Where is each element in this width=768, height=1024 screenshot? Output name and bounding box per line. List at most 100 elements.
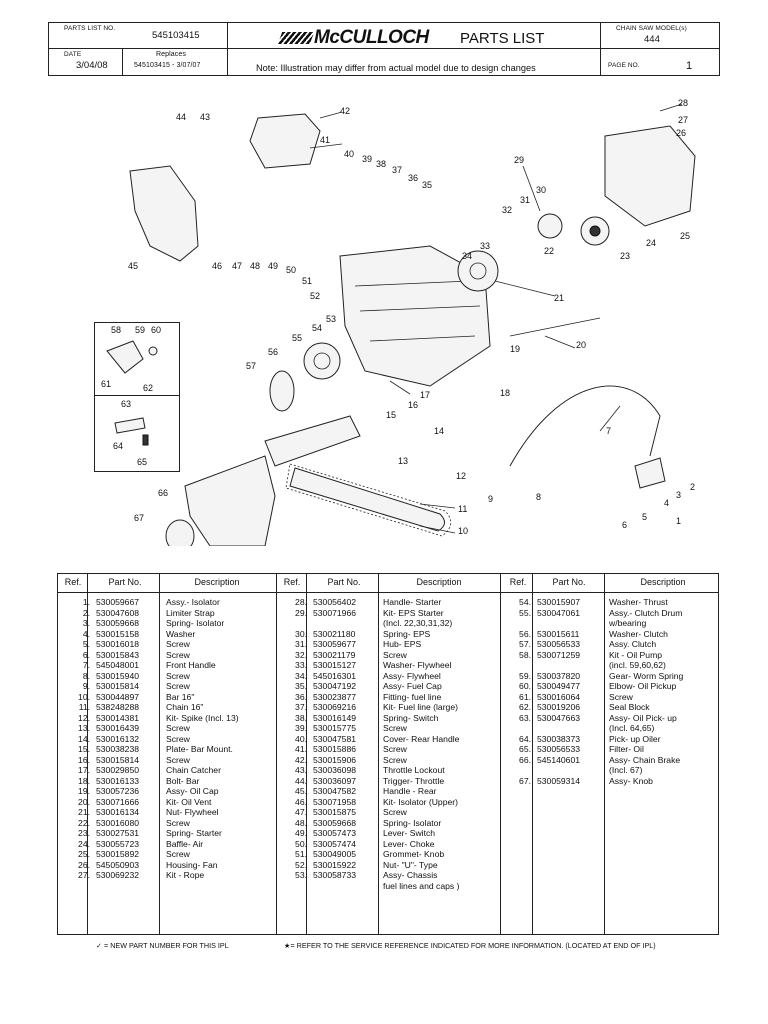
part-number-cell: 530015611 — [537, 628, 580, 639]
description-cell: Screw — [166, 670, 190, 681]
part-number-cell: 530029850 — [96, 765, 140, 775]
chassis — [339, 245, 491, 387]
part-number-cell: 530057473 — [313, 828, 357, 838]
callout-46: 46 — [212, 261, 222, 271]
part-number-cell: 530069232 — [96, 870, 140, 880]
part-number-cell: 530016149 — [313, 712, 357, 723]
callout-26: 26 — [676, 128, 686, 138]
part-number-cell: 530015907 — [537, 597, 581, 607]
parts-table: Ref. Part No. Description Ref. Part No. … — [57, 573, 719, 935]
ref-cell: 6. — [82, 649, 90, 660]
callout-6: 6 — [622, 520, 627, 530]
callout-52: 52 — [310, 291, 320, 301]
description-cell: Assy- Flywheel — [383, 670, 441, 681]
col1-ref-header: Ref. — [64, 577, 82, 587]
description-cell: (incl. 59,60,62) — [609, 660, 666, 670]
clutch — [269, 370, 295, 412]
description-cell: Lever- Switch — [383, 828, 436, 838]
callout-58: 58 — [111, 325, 121, 335]
table-row: 5. 530016018 Screw — [58, 639, 276, 650]
ref-cell: 2. — [82, 607, 90, 618]
date-value: 3/04/08 — [76, 60, 108, 71]
part-number-cell: 530016439 — [96, 723, 140, 733]
part-number-cell: 530016132 — [96, 733, 140, 744]
ref-cell: 9. — [82, 681, 90, 691]
callout-34: 34 — [462, 251, 472, 261]
part-number-cell: 530015814 — [96, 754, 140, 765]
description-cell: Grommet- Knob — [383, 849, 445, 859]
callout-38: 38 — [376, 159, 386, 169]
new-part-note: = NEW PART NUMBER FOR THIS IPL — [104, 941, 229, 950]
part-number-cell: 530059314 — [537, 775, 581, 786]
description-cell: Baffle- Air — [166, 838, 204, 849]
ref-cell: 1. — [82, 597, 90, 607]
callout-1: 1 — [676, 516, 681, 526]
ref-cell: 4. — [82, 628, 90, 639]
ref-cell: 22. — [78, 817, 90, 828]
ref-cell: 5. — [82, 639, 90, 649]
rear-handle-cover — [249, 113, 321, 169]
part-number-cell: 530057474 — [313, 838, 357, 849]
description-cell: Assy- Knob — [609, 775, 653, 786]
part-number-cell: 530023877 — [313, 691, 357, 702]
ref-cell: 27. — [78, 870, 90, 880]
part-number-cell: 530015886 — [313, 744, 357, 754]
header: PARTS LIST NO. 545103415 DATE 3/04/08 Re… — [48, 22, 720, 76]
callout-67: 67 — [134, 513, 144, 523]
part-number-cell: 530016018 — [96, 639, 140, 649]
description-cell: Assy- Fuel Cap — [383, 681, 442, 691]
star-icon: ★ — [284, 941, 291, 950]
ref-cell: 45. — [295, 786, 307, 796]
ref-cell: 53. — [295, 870, 307, 880]
description-cell: Handle - Rear — [383, 786, 437, 796]
description-cell: Spring- EPS — [383, 628, 431, 639]
description-cell: Kit- EPS Starter — [383, 607, 444, 618]
callout-8: 8 — [536, 492, 541, 502]
description-cell: Screw — [166, 817, 190, 828]
description-cell: Spring- Switch — [383, 712, 439, 723]
description-cell: Chain 16" — [166, 702, 204, 712]
callout-65: 65 — [137, 457, 147, 467]
ref-cell: 55. — [519, 607, 531, 618]
description-cell: Screw — [166, 639, 190, 649]
ref-cell: 7. — [82, 660, 90, 670]
rear-handle — [129, 165, 199, 262]
table-row: w/bearing — [501, 618, 719, 629]
description-cell: Limiter Strap — [166, 607, 215, 618]
col3-part-header: Part No. — [552, 577, 586, 587]
callout-29: 29 — [514, 155, 524, 165]
description-cell: Kit- Oil Vent — [166, 796, 212, 807]
part-number-cell: 530014381 — [96, 712, 140, 723]
callout-22: 22 — [544, 246, 554, 256]
description-cell: Bolt- Bar — [166, 775, 200, 786]
part-number-cell: 530016133 — [96, 775, 140, 786]
footer-service-ref: ★= REFER TO THE SERVICE REFERENCE INDICA… — [284, 941, 656, 950]
col2-desc-header: Description — [416, 577, 462, 587]
ref-cell: 50. — [295, 838, 307, 849]
col1-part-header: Part No. — [108, 577, 142, 587]
callout-24: 24 — [646, 238, 656, 248]
part-number-cell: 530036097 — [313, 775, 357, 786]
description-cell: Trigger- Throttle — [383, 775, 445, 786]
chain-brake — [184, 455, 276, 546]
col3-ref-header: Ref. — [509, 577, 527, 587]
ref-cell: 16. — [78, 754, 90, 765]
flywheel — [457, 250, 499, 292]
description-cell: Filter- Oil — [609, 744, 644, 754]
part-number-cell: 530044897 — [96, 691, 140, 702]
callout-57: 57 — [246, 361, 256, 371]
illustration-note: Note: Illustration may differ from actua… — [256, 63, 536, 73]
ref-cell: 12. — [78, 712, 90, 723]
